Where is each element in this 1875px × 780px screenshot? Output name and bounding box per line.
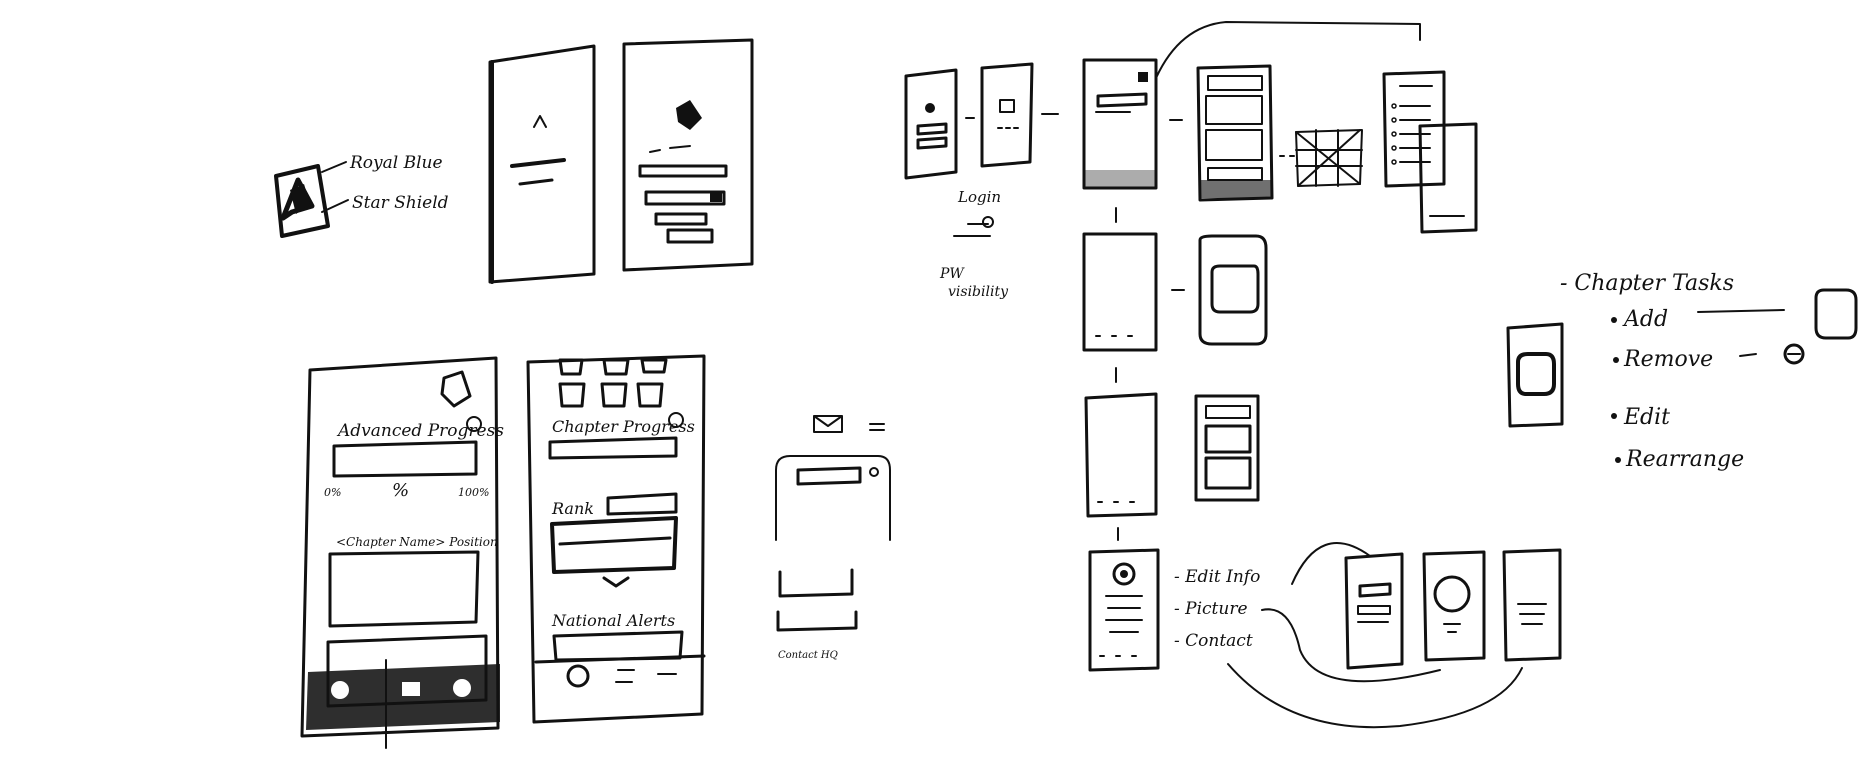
logo-note-star-shield: Star Shield xyxy=(352,193,449,213)
pw-visibility-note-line2: visibility xyxy=(948,284,1009,300)
flow-login-sketch xyxy=(904,62,1059,237)
contact-hq-sketch xyxy=(775,415,891,632)
chapter-tasks-title: - Chapter Tasks xyxy=(1560,271,1734,296)
profile-flow-sketch xyxy=(1088,542,1562,729)
profile-note-edit-info: - Edit Info xyxy=(1174,567,1260,587)
chapter-tasks-sketch xyxy=(1506,288,1858,463)
logo-note-royal-blue: Royal Blue xyxy=(349,153,443,173)
chapter-progress-title: Chapter Progress xyxy=(552,417,695,436)
contact-hq-label: Contact HQ xyxy=(778,650,838,661)
advanced-left-percent: 0% xyxy=(324,486,341,499)
flow-tasklist-sketch xyxy=(1196,64,1478,234)
advanced-dashboard-sketch xyxy=(300,356,500,749)
national-alerts-label: National Alerts xyxy=(551,611,675,630)
logo-sketch xyxy=(274,161,349,238)
flow-column-sketch xyxy=(1082,207,1268,541)
advanced-mid-percent: % xyxy=(392,480,409,501)
flow-home-sketch xyxy=(1082,21,1421,190)
task-note-rearrange: Rearrange xyxy=(1625,447,1744,472)
task-note-remove: Remove xyxy=(1623,347,1713,372)
chapter-position-label: <Chapter Name> Position xyxy=(336,535,498,549)
chapter-dashboard-sketch xyxy=(526,354,706,724)
profile-note-contact: - Contact xyxy=(1174,631,1253,651)
login-note: Login xyxy=(957,188,1001,206)
profile-note-picture: - Picture xyxy=(1174,599,1248,619)
login-screen-sketch xyxy=(622,38,754,272)
rank-label: Rank xyxy=(551,499,594,518)
advanced-progress-title: Advanced Progress xyxy=(336,421,504,441)
advanced-right-percent: 100% xyxy=(458,486,489,499)
splash-screen-sketch xyxy=(488,44,596,284)
task-note-add: Add xyxy=(1622,307,1668,332)
task-note-edit: Edit xyxy=(1623,405,1670,430)
pw-visibility-note-line1: PW xyxy=(939,266,965,282)
